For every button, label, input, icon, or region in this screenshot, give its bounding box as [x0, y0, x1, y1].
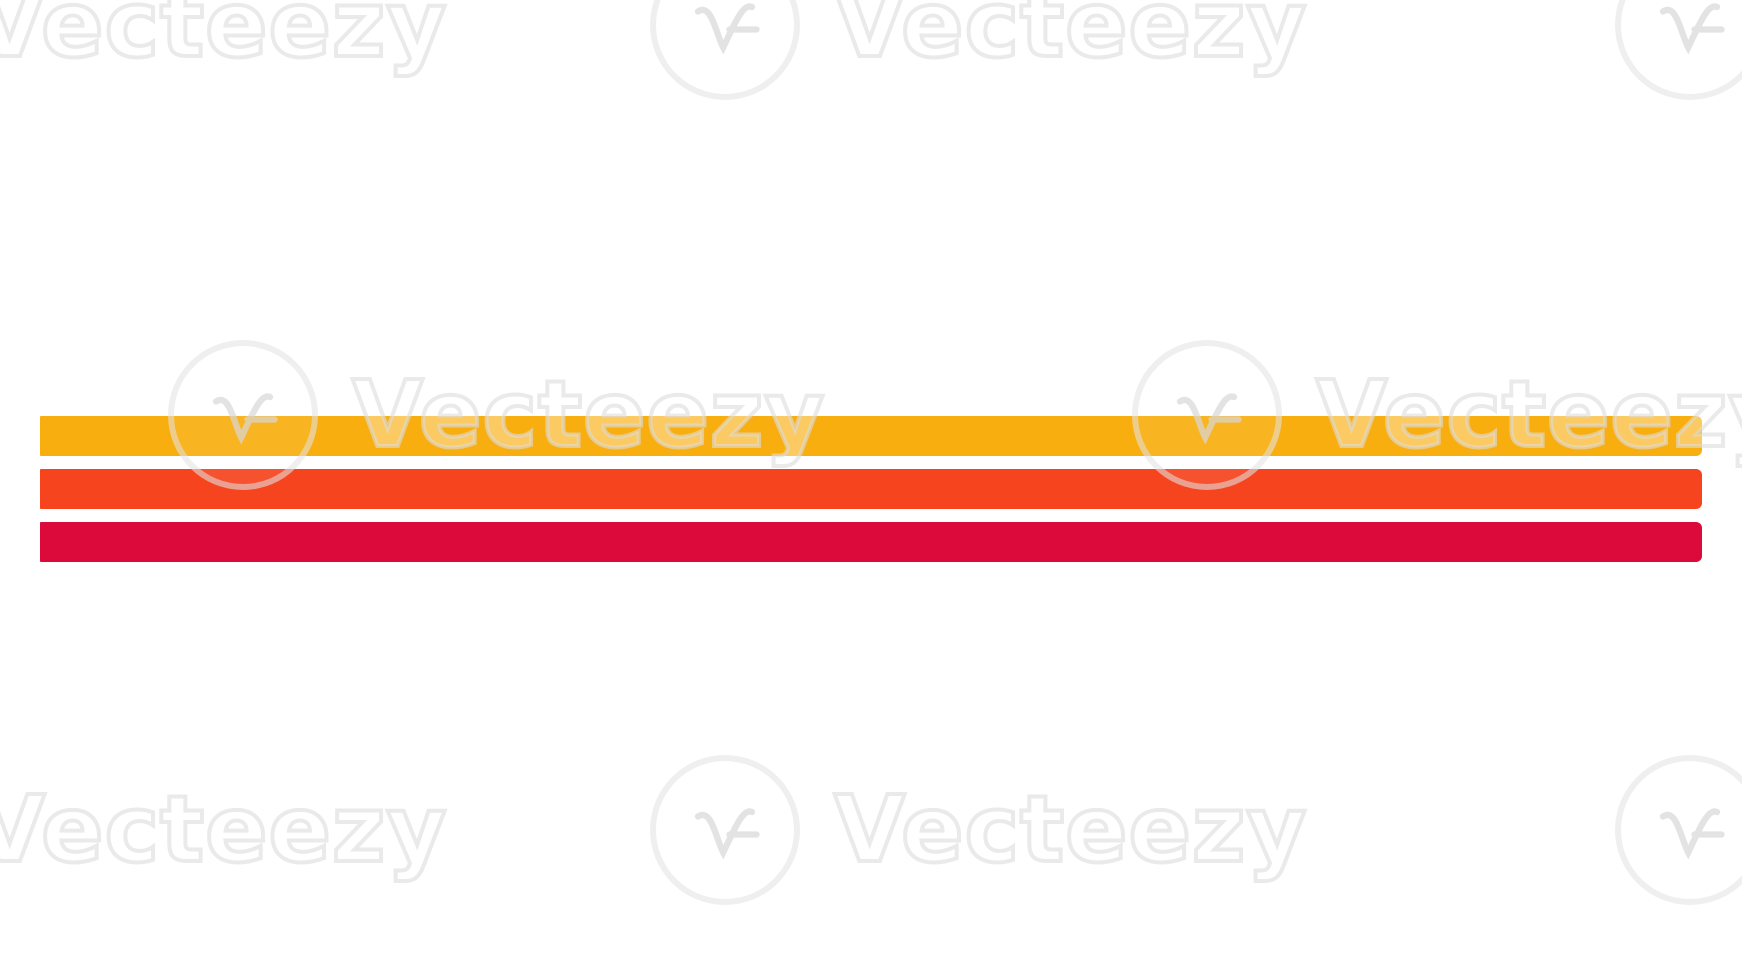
- yellow-stripe: [40, 416, 1702, 456]
- vecteezy-logo-icon: [1132, 340, 1282, 490]
- watermark-text: Vecteezy: [832, 776, 1308, 883]
- watermark-text: Vecteezy: [0, 0, 448, 78]
- watermark-text: Vecteezy: [832, 0, 1308, 78]
- watermark: Vecteezy: [0, 0, 448, 100]
- red-stripe: [40, 522, 1702, 562]
- watermark-text: Vecteezy: [0, 776, 448, 883]
- watermark: [1615, 755, 1742, 905]
- vecteezy-logo-icon: [1615, 755, 1742, 905]
- watermark: Vecteezy: [0, 755, 448, 905]
- vecteezy-logo-icon: [168, 340, 318, 490]
- orange-stripe: [40, 469, 1702, 509]
- watermark: Vecteezy: [1132, 340, 1742, 490]
- watermark: Vecteezy: [650, 755, 1308, 905]
- watermark: Vecteezy: [650, 0, 1308, 100]
- vecteezy-logo-icon: [650, 755, 800, 905]
- vecteezy-logo-icon: [650, 0, 800, 100]
- watermark: [1615, 0, 1742, 100]
- vecteezy-logo-icon: [1615, 0, 1742, 100]
- watermark: Vecteezy: [168, 340, 826, 490]
